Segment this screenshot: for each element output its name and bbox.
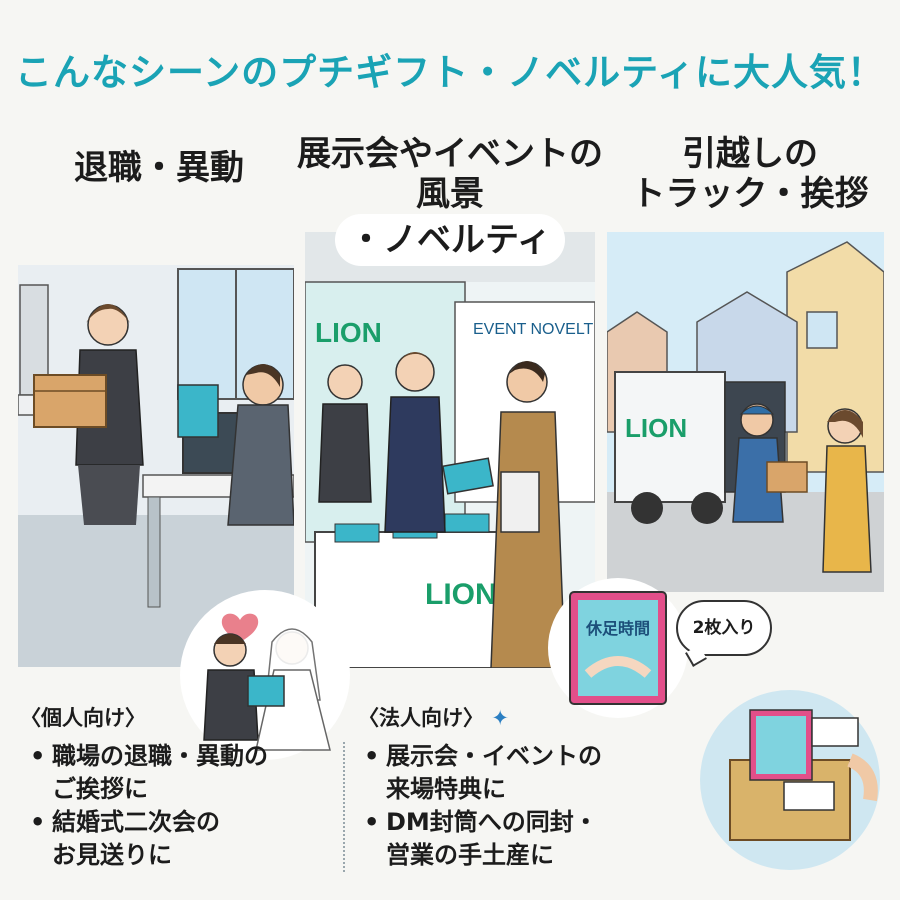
event-scene-title: 展示会やイベントの 風景 [290, 134, 610, 214]
product-highlight: 休足時間 [548, 578, 688, 718]
office-illustration [18, 265, 294, 667]
event-illustration: LION EVENT NOVELT LION [305, 232, 595, 668]
personal-bullets: 職場の退職・異動の ご挨拶に 結婚式二次会の お見送りに [28, 740, 268, 872]
dm-envelope-illustration [700, 690, 880, 870]
personal-section-title: 〈個人向け〉 [20, 706, 146, 730]
event-title-line1: 展示会やイベントの [297, 134, 603, 174]
corporate-bullet-1: 展示会・イベントの 来場特典に [362, 740, 602, 806]
event-banner-text: EVENT NOVELT [473, 321, 594, 338]
moving-scene-title: 引越しの トラック・挨拶 [620, 134, 880, 214]
corporate-bullet-2: DM封筒への同封・ 営業の手土産に [362, 806, 602, 872]
moving-illustration: LION [607, 232, 884, 592]
booth-logo: LION [315, 317, 382, 348]
moving-title-line1: 引越しの [682, 134, 818, 174]
personal-bullet-1: 職場の退職・異動の ご挨拶に [28, 740, 268, 806]
counter-logo: LION [425, 578, 497, 611]
corporate-bullets: 展示会・イベントの 来場特典に DM封筒への同封・ 営業の手土産に [362, 740, 602, 872]
personal-bullet-2: 結婚式二次会の お見送りに [28, 806, 268, 872]
quantity-badge: 2枚入り [676, 600, 772, 656]
wedding-illustration [180, 590, 350, 760]
event-title-line3: ・ノベルティ [349, 220, 551, 260]
truck-logo: LION [625, 413, 687, 443]
sparkle-icon: ✦ [491, 706, 509, 730]
section-divider [343, 742, 345, 872]
corporate-title-text: 〈法人向け〉 [358, 706, 484, 730]
moving-title-line2: トラック・挨拶 [631, 174, 869, 214]
office-scene-title: 退職・異動 [40, 148, 278, 188]
event-title-pill: ・ノベルティ [335, 214, 565, 266]
product-package-title: 休足時間 [585, 619, 650, 638]
corporate-section-title: 〈法人向け〉 ✦ [358, 702, 509, 732]
event-title-line2: 風景 [416, 174, 484, 214]
office-title-text: 退職・異動 [74, 148, 244, 188]
page-headline: こんなシーンのプチギフト・ノベルティに大人気！ [15, 51, 885, 94]
